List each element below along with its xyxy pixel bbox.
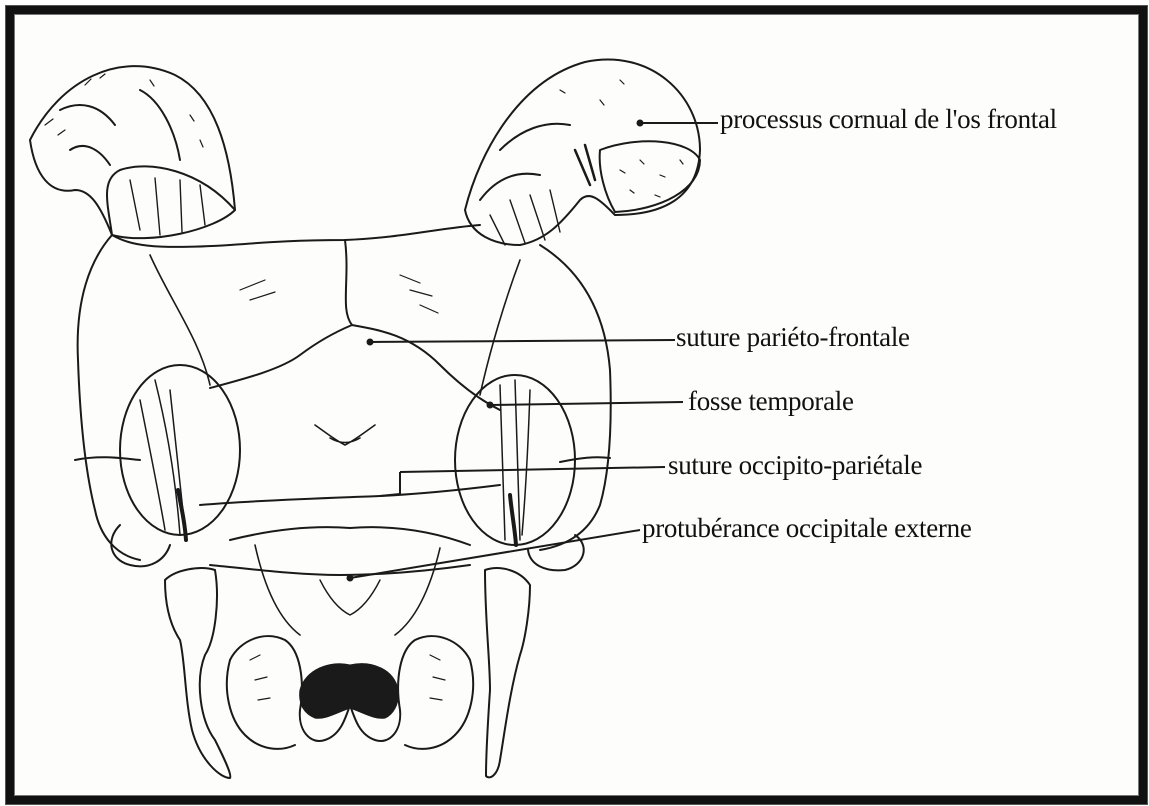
left-side-outline (78, 235, 140, 560)
label-temporal-fossa: fosse temporale (688, 386, 854, 417)
left-horn (30, 66, 235, 238)
right-paracondylar-process (485, 568, 530, 777)
right-temporal-fossa (455, 375, 575, 545)
leader-line-parieto-frontal (370, 340, 675, 342)
label-occipito-parietal-suture: suture occipito-pariétale (668, 450, 922, 481)
right-horn (465, 60, 700, 245)
left-paracondylar-process (165, 568, 230, 778)
occipito-parietal-suture-line (200, 485, 500, 505)
right-side-outline (540, 245, 611, 550)
label-parieto-frontal-suture: suture pariéto-frontale (676, 322, 910, 353)
parieto-frontal-suture-line (210, 325, 500, 410)
leader-line-occipital-protuberance (350, 530, 640, 578)
leader-line-temporal-fossa (490, 402, 683, 405)
label-external-occipital-protuberance: protubérance occipitale externe (642, 513, 972, 544)
occipital-region (230, 527, 470, 545)
label-horn-process: processus cornual de l'os frontal (720, 104, 1057, 135)
left-temporal-fossa (120, 365, 240, 540)
